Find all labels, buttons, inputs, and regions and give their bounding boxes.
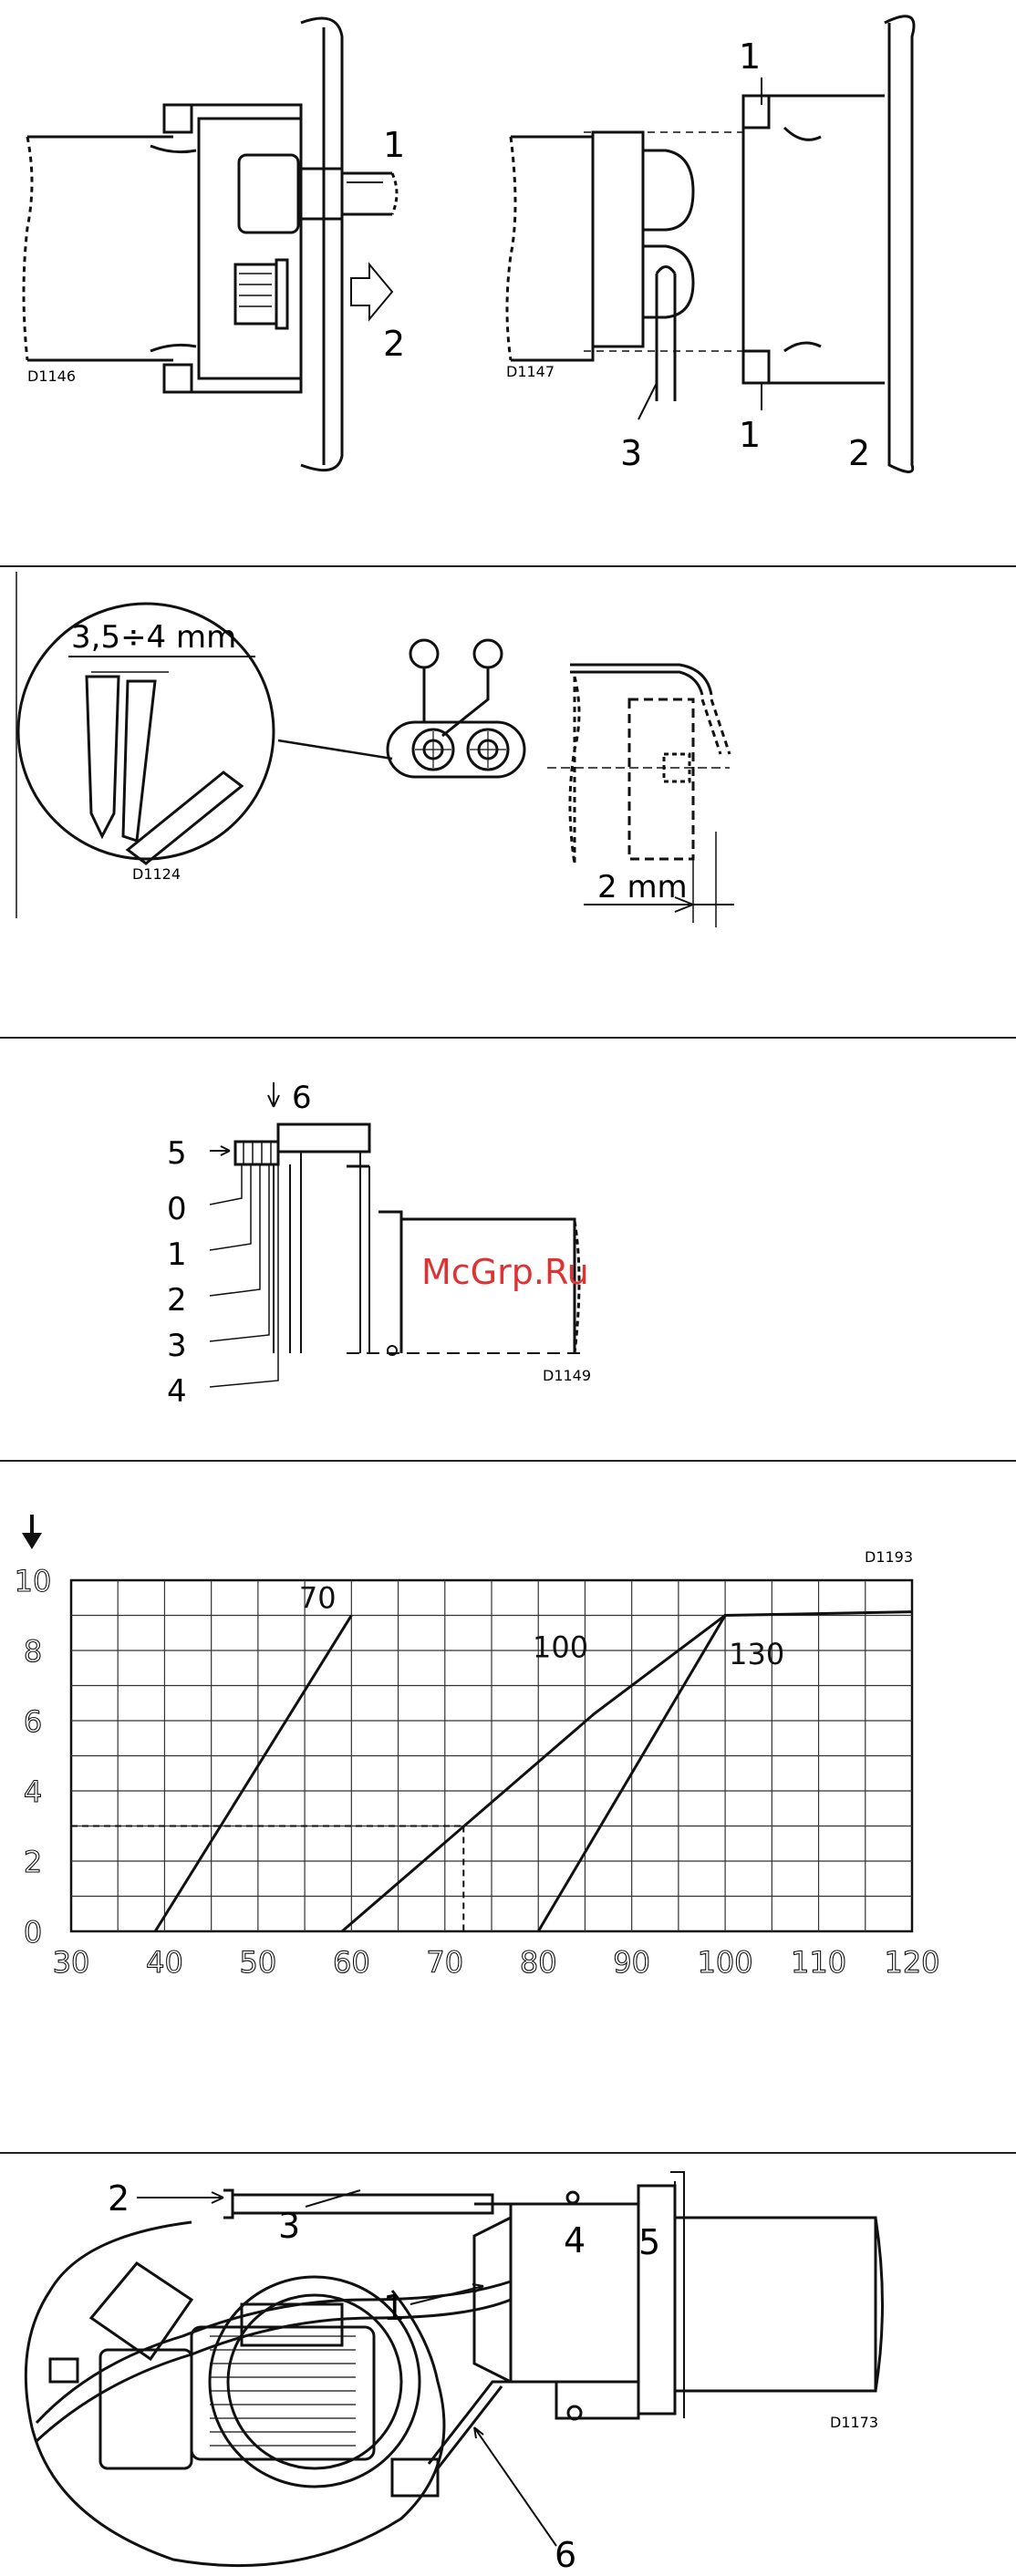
figure-burner: 2 3 1 4 5 6 D1173	[0, 2154, 1016, 2576]
y-tick-label: 0	[24, 1915, 42, 1950]
fig1-right-callout-1-bottom: 1	[739, 415, 761, 455]
y-tick-label: 10	[15, 1564, 52, 1598]
x-tick-label: 40	[146, 1945, 183, 1980]
chart-code: D1193	[865, 1548, 913, 1566]
series-label-100: 100	[533, 1629, 588, 1664]
x-tick-label: 80	[520, 1945, 557, 1980]
fig5-callout-6: 6	[555, 2535, 576, 2575]
fig5-callout-4: 4	[564, 2220, 586, 2260]
x-tick-label: 110	[791, 1945, 846, 1980]
y-tick-label: 2	[24, 1845, 42, 1879]
figure-electrode-assembly: 1 2 D1146 1 1 2 3 D1147	[0, 0, 1016, 565]
figure-air-damper-scale-drawing: 6 5 0 1 2 3 4 D1149	[0, 1039, 1016, 1460]
fig1-right-callout-2: 2	[848, 433, 870, 473]
y-tick-label: 6	[24, 1704, 42, 1739]
figure-electrode-gap-drawing: 3,5÷4 mm D1124 2 mm	[0, 567, 1016, 1037]
watermark: McGrp.Ru	[421, 1252, 589, 1292]
fig5-callout-5: 5	[638, 2222, 660, 2262]
figure-burner-drawing: 2 3 1 4 5 6 D1173	[0, 2154, 1016, 2576]
fig2-code: D1124	[132, 865, 181, 883]
fig2-offset-dimension: 2 mm	[597, 869, 688, 905]
fig3-code: D1149	[543, 1367, 591, 1384]
fig1-right-callout-3: 3	[620, 433, 642, 473]
series-line-70	[155, 1616, 351, 1932]
fig3-scale-label-3: 3	[167, 1328, 187, 1364]
fig5-code: D1173	[830, 2414, 878, 2431]
series-label-70: 70	[299, 1580, 337, 1615]
fig5-callout-1: 1	[383, 2288, 405, 2328]
fig3-scale-label-2: 2	[167, 1282, 187, 1319]
y-indicator-arrow-down-icon	[22, 1515, 42, 1549]
figure-electrode-gap: 3,5÷4 mm D1124 2 mm	[0, 567, 1016, 1037]
fig3-scale-label-0: 0	[167, 1191, 187, 1227]
x-tick-label: 60	[333, 1945, 370, 1980]
fig2-gap-dimension: 3,5÷4 mm	[71, 619, 236, 656]
fig5-callout-3: 3	[278, 2206, 300, 2246]
fig3-arrow-label: 6	[292, 1080, 312, 1116]
fig1-right-callout-1-top: 1	[739, 36, 761, 77]
fig3-scale-label-5: 5	[167, 1135, 187, 1172]
fig1-code-right: D1147	[506, 363, 555, 380]
figure-air-damper-scale: 6 5 0 1 2 3 4 D1149 McGrp.Ru	[0, 1039, 1016, 1460]
y-tick-label: 8	[24, 1634, 42, 1669]
figure-electrode-assembly-drawing: 1 2 D1146 1 1 2 3 D1147	[0, 0, 1016, 565]
x-tick-label: 120	[884, 1945, 939, 1980]
y-tick-label: 4	[24, 1774, 42, 1809]
fig1-code-left: D1146	[27, 367, 76, 385]
fig1-callout-1: 1	[383, 125, 405, 165]
x-tick-label: 30	[53, 1945, 90, 1980]
fig3-scale-label-1: 1	[167, 1236, 187, 1273]
x-tick-label: 90	[613, 1945, 650, 1980]
x-tick-label: 70	[426, 1945, 463, 1980]
x-tick-label: 100	[698, 1945, 753, 1980]
series-label-130: 130	[729, 1637, 784, 1671]
fig1-callout-2: 2	[383, 324, 405, 364]
x-tick-label: 50	[240, 1945, 277, 1980]
fig3-scale-label-4: 4	[167, 1373, 187, 1410]
fig5-callout-2: 2	[108, 2178, 130, 2219]
